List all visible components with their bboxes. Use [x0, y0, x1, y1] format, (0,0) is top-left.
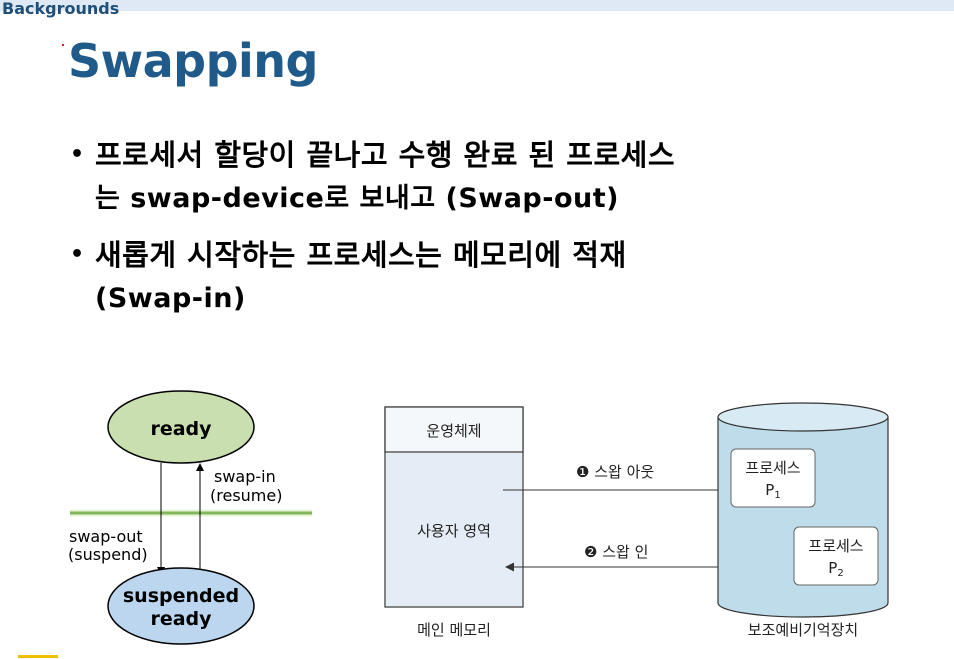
slide-title: Swapping [68, 34, 318, 88]
user-area-label: 사용자 영역 [417, 522, 491, 540]
swap-in-sublabel: (resume) [210, 486, 282, 505]
top-banner [0, 0, 954, 11]
process-box [730, 448, 816, 508]
swap-out-label: ❶ 스왑 아웃 [576, 463, 654, 481]
memory-diagram: 운영체제 사용자 영역 메인 메모리 ❶ 스왑 아웃 ❷ 스왑 인 프로세스 P… [370, 395, 930, 650]
swap-out-sublabel: (suspend) [68, 545, 148, 564]
footer-mark [18, 655, 58, 658]
decorative-dot [62, 44, 64, 46]
bullet-dot-icon: • [70, 142, 85, 167]
os-label: 운영체제 [426, 422, 481, 440]
process-label: 프로세스 [745, 459, 800, 477]
storage-caption: 보조예비기억장치 [748, 621, 858, 639]
bullet-dot-icon: • [70, 242, 85, 267]
bullet-item: • 새롭게 시작하는 프로세스는 메모리에 적재 (Swap-in) [68, 233, 928, 321]
process-label: 프로세스 [808, 537, 863, 555]
bullet-list: • 프로세서 할당이 끝나고 수행 완료 된 프로세스 는 swap-devic… [68, 133, 928, 321]
suspended-state-label: ready [150, 608, 212, 630]
user-region [386, 453, 522, 606]
section-label: Backgrounds [2, 0, 120, 18]
bullet-line: (Swap-in) [95, 283, 246, 314]
process-box [793, 526, 879, 586]
state-diagram: ready swap-in (resume) swap-out (suspend… [60, 385, 330, 655]
swap-in-label: ❷ 스왑 인 [584, 543, 648, 561]
storage-cylinder-top [717, 402, 889, 432]
suspended-ready-state [107, 567, 255, 645]
process-id: P2 [828, 559, 843, 579]
swap-out-label: swap-out [69, 527, 143, 546]
bullet-line: 새롭게 시작하는 프로세스는 메모리에 적재 [95, 238, 627, 272]
main-memory-caption: 메인 메모리 [417, 621, 491, 639]
storage-cylinder [717, 417, 889, 618]
os-region [384, 406, 524, 453]
bullet-line: 는 swap-device로 보내고 (Swap-out) [95, 183, 619, 214]
ready-state [107, 390, 255, 464]
ready-state-label: ready [150, 418, 212, 440]
swap-in-label: swap-in [214, 467, 276, 486]
process-id: P1 [765, 481, 780, 501]
suspended-state-label: suspended [123, 585, 239, 607]
bullet-line: 프로세서 할당이 끝나고 수행 완료 된 프로세스 [95, 138, 675, 172]
bullet-item: • 프로세서 할당이 끝나고 수행 완료 된 프로세스 는 swap-devic… [68, 133, 928, 221]
